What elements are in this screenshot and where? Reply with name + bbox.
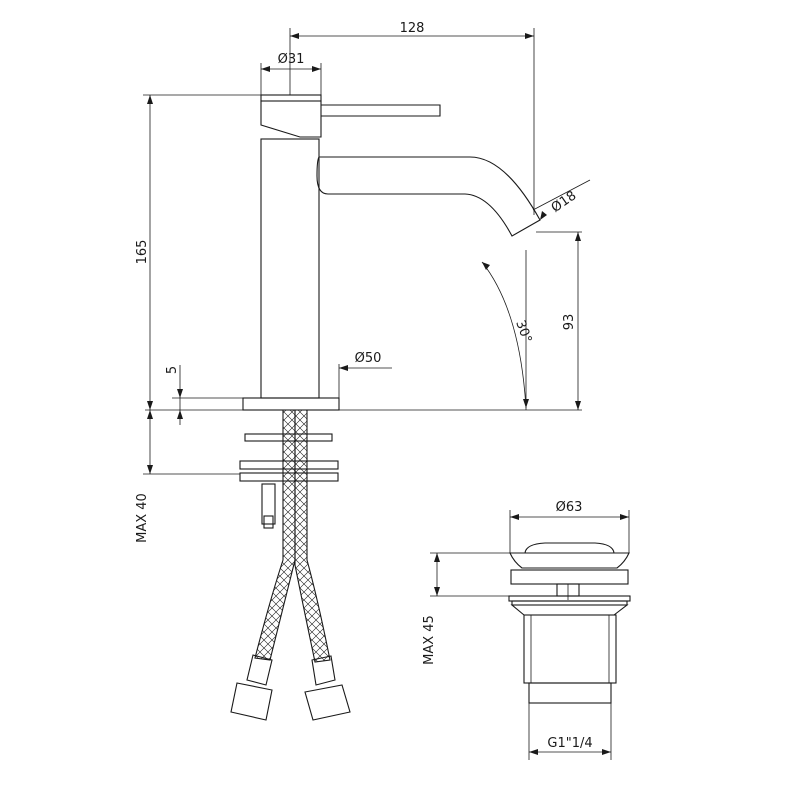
- faucet-cap: [260, 94, 322, 102]
- waste-collar: [510, 569, 629, 585]
- hose-right: [294, 409, 331, 663]
- threaded-rod-end: [263, 515, 274, 529]
- faucet-body: [260, 138, 320, 399]
- waste-cap: [509, 552, 630, 569]
- dim-max-deck-thickness: MAX 40: [135, 493, 150, 543]
- waste-thread: [528, 682, 612, 704]
- waste-body: [523, 614, 617, 684]
- hose-left: [254, 409, 296, 661]
- dim-spout-angle: 30°: [512, 318, 534, 345]
- faucet-base: [242, 397, 340, 411]
- dim-base-diameter: Ø50: [355, 351, 382, 366]
- hose-left-nut: [230, 682, 273, 721]
- dim-waste-thread: G1"1/4: [547, 736, 592, 751]
- hose-left-ferrule: [246, 654, 273, 686]
- dim-outlet-height: 93: [562, 314, 577, 331]
- waste-valve: [508, 542, 631, 704]
- dim-spout-diameter: Ø18: [549, 188, 580, 216]
- faucet-dimensions: 128 Ø31 165 Ø18 93 30° 5: [135, 21, 591, 543]
- waste-dimensions: Ø63 MAX 45 G1"1/4: [422, 500, 630, 760]
- waste-washer-taper: [510, 604, 629, 616]
- dim-body-diameter: Ø31: [278, 52, 305, 67]
- dim-waste-max-height: MAX 45: [422, 615, 437, 665]
- hose-right-nut: [304, 684, 351, 721]
- hose-right-ferrule: [311, 655, 336, 686]
- dim-spout-reach: 128: [400, 21, 425, 36]
- faucet-handle-body: [260, 100, 322, 138]
- dim-waste-diameter: Ø63: [556, 500, 583, 515]
- faucet-lever: [321, 104, 441, 117]
- flexible-hoses: [230, 409, 351, 721]
- threaded-rod: [261, 483, 276, 525]
- waste-washer: [511, 600, 628, 606]
- waste-plug: [524, 542, 615, 554]
- waste-washer: [508, 595, 631, 602]
- dim-total-height: 165: [135, 240, 150, 265]
- faucet-spout: [316, 156, 541, 237]
- faucet: [145, 94, 582, 411]
- dim-base-thickness: 5: [165, 366, 180, 374]
